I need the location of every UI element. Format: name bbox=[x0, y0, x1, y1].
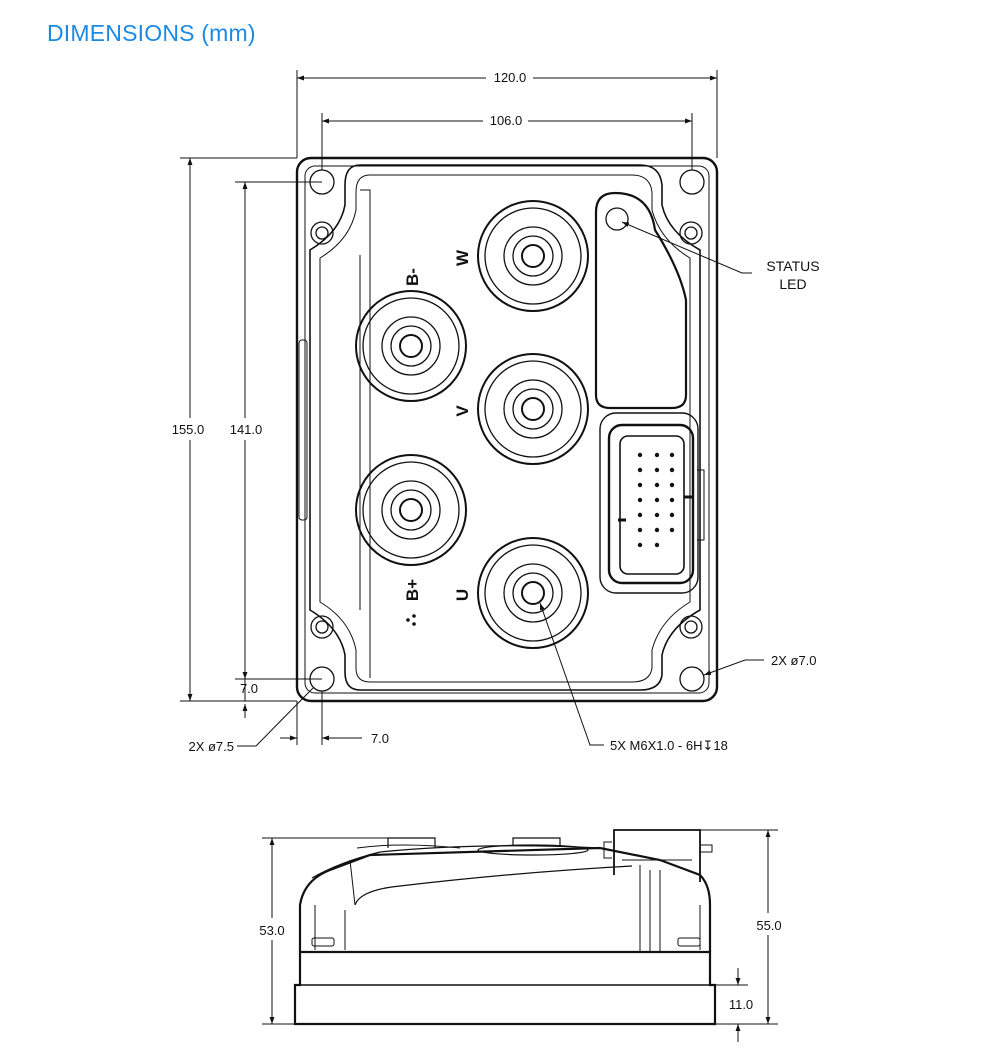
mount-hole-tr bbox=[679, 169, 705, 195]
terminal-label-w: W bbox=[453, 249, 472, 266]
dim-hole-spacing-width: 106.0 bbox=[490, 113, 523, 128]
lid-outline bbox=[309, 164, 701, 691]
top-view-dimension-lines bbox=[180, 70, 764, 747]
dim-overall-width: 120.0 bbox=[494, 70, 527, 85]
dim-overall-height: 155.0 bbox=[172, 422, 205, 437]
dim-edge-offset-vertical: 7.0 bbox=[240, 681, 258, 696]
side-view-dimension-lines bbox=[262, 829, 778, 1042]
dim-side-height-right: 55.0 bbox=[756, 918, 781, 933]
side-view bbox=[293, 829, 717, 1026]
callout-status-led-line1: STATUS bbox=[766, 258, 819, 274]
indicator-dots bbox=[406, 614, 416, 626]
screw-bl bbox=[310, 615, 334, 639]
top-view bbox=[295, 156, 719, 703]
terminal-u bbox=[477, 537, 589, 649]
dim-edge-offset-horizontal: 7.0 bbox=[371, 731, 389, 746]
page-title: DIMENSIONS (mm) bbox=[47, 20, 256, 46]
terminal-label-v: V bbox=[453, 405, 472, 417]
callout-mount-hole-large: 2X ø7.5 bbox=[188, 739, 234, 754]
status-led-housing bbox=[594, 191, 688, 410]
screw-tr bbox=[679, 221, 703, 245]
screw-tl bbox=[310, 221, 334, 245]
terminal-w bbox=[477, 200, 589, 312]
terminal-label-u: U bbox=[453, 589, 472, 601]
screw-br bbox=[679, 615, 703, 639]
signal-connector-outer bbox=[599, 412, 699, 594]
dim-hole-spacing-height: 141.0 bbox=[230, 422, 263, 437]
terminal-label-b-plus: B+ bbox=[403, 579, 422, 601]
connector-pins bbox=[637, 452, 675, 548]
side-connector bbox=[613, 829, 701, 882]
terminal-b-minus bbox=[355, 290, 467, 402]
mount-hole-br bbox=[679, 666, 705, 692]
side-body bbox=[298, 846, 712, 952]
callout-status-led-line2: LED bbox=[779, 276, 806, 292]
callout-mount-hole-small: 2X ø7.0 bbox=[771, 653, 817, 668]
callout-thread-spec: 5X M6X1.0 - 6H↧18 bbox=[610, 738, 728, 753]
housing-outline bbox=[295, 156, 719, 703]
side-base bbox=[293, 950, 717, 1026]
dim-base-height: 11.0 bbox=[729, 997, 753, 1012]
terminal-label-b-minus: B- bbox=[403, 268, 422, 286]
dim-side-height-left: 53.0 bbox=[259, 923, 284, 938]
terminal-b-plus bbox=[355, 454, 467, 566]
terminal-v bbox=[477, 353, 589, 465]
status-led bbox=[605, 207, 629, 231]
